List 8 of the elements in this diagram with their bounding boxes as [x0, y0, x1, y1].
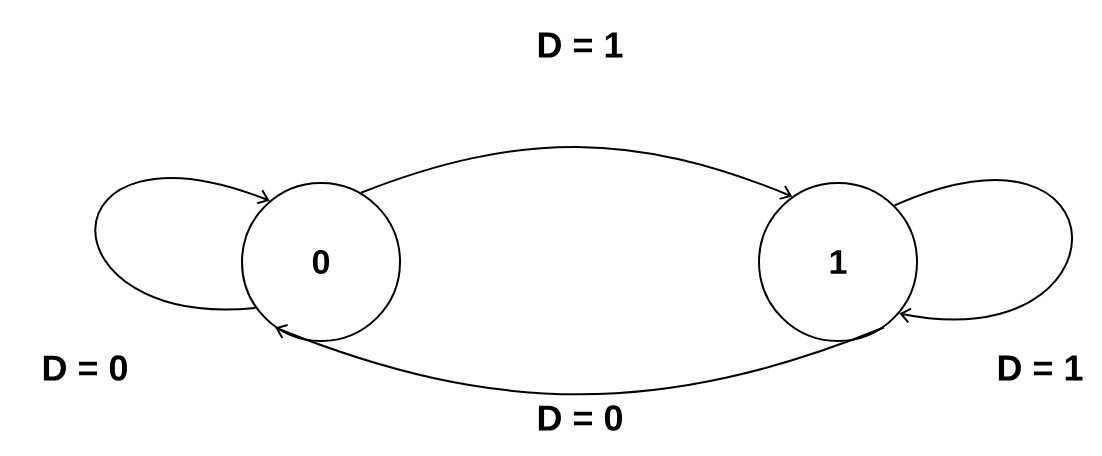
- arrow: [360, 146, 793, 200]
- edge-label: D = 0: [534, 403, 626, 433]
- edge-label: D = 0: [39, 353, 131, 383]
- edge-label: D = 1: [534, 30, 626, 60]
- arrow: [893, 179, 1074, 324]
- arrow: [94, 177, 270, 310]
- edge-label: D = 1: [994, 353, 1086, 383]
- arrow: [275, 324, 885, 396]
